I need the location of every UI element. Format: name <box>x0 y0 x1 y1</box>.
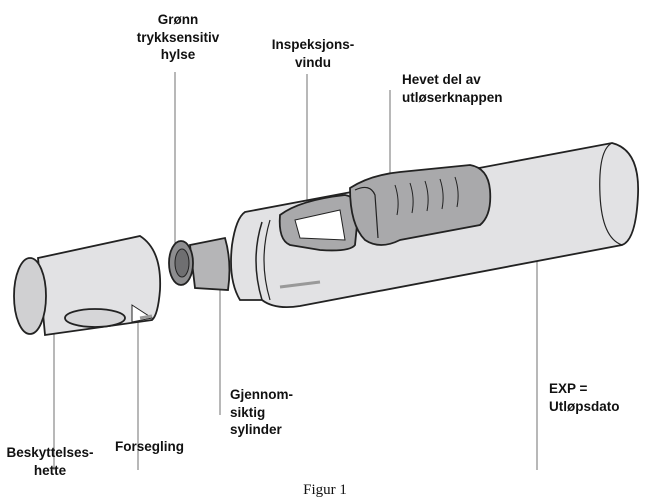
label-line: Inspeksjons- <box>271 37 355 52</box>
label-inspection-window: Inspeksjons- vindu <box>258 36 368 71</box>
label-line: vindu <box>295 54 331 70</box>
label-line: hylse <box>160 47 196 62</box>
label-line: sylinder <box>230 422 282 437</box>
label-transparent-cylinder: Gjennom- siktig sylinder <box>230 386 293 439</box>
label-line: EXP = <box>549 381 588 396</box>
label-line: siktig <box>230 404 266 420</box>
figure-caption: Figur 1 <box>303 482 347 498</box>
label-line: Forsegling <box>115 439 185 454</box>
label-line: hette <box>33 462 67 478</box>
label-line: Beskyttelses- <box>6 445 94 460</box>
label-line: trykksensitiv <box>136 29 220 45</box>
label-line: Hevet del av <box>402 72 481 87</box>
label-expiry: EXP = Utløpsdato <box>549 380 620 415</box>
label-line: Gjennom- <box>230 387 293 402</box>
label-trigger-button: Hevet del av utløserknappen <box>402 71 503 106</box>
label-protective-cap: Beskyttelses- hette <box>0 444 100 479</box>
label-line: Utløpsdato <box>549 398 620 414</box>
label-seal: Forsegling <box>115 438 184 456</box>
label-line: utløserknappen <box>402 89 503 105</box>
label-line: Grønn <box>157 12 199 27</box>
protective-cap <box>13 235 162 337</box>
pen-body <box>168 142 639 309</box>
label-pressure-sleeve: Grønn trykksensitiv hylse <box>128 11 228 64</box>
